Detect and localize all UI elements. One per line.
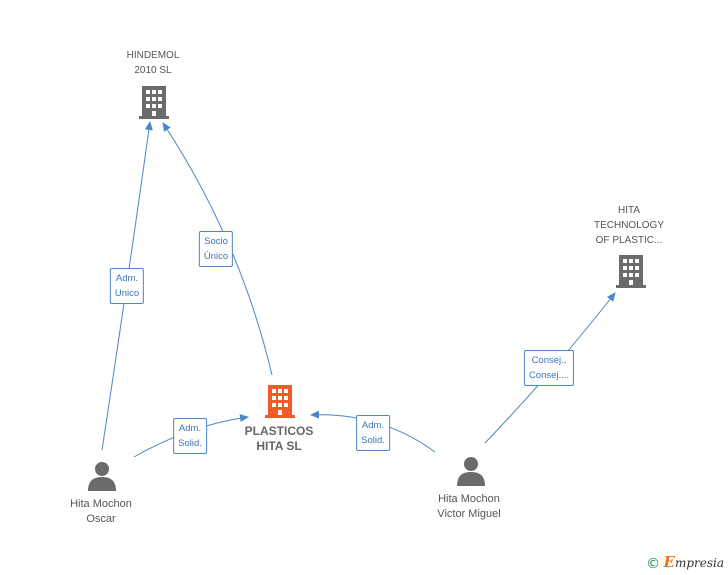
node-label-line: 2010 SL <box>134 65 172 76</box>
node-label-line: HITA SL <box>256 439 302 453</box>
edge-label-victor-plasticos[interactable]: Adm. Solid. <box>356 415 390 451</box>
person-icon[interactable] <box>88 462 116 491</box>
edge-label-oscar-hindemol[interactable]: Adm. Unico <box>109 268 145 304</box>
building-icon[interactable] <box>139 86 169 119</box>
node-label-line: Oscar <box>86 513 116 525</box>
edge-label-plasticos-hindemol[interactable]: Socio Único <box>198 231 234 267</box>
node-label-line: Victor Miguel <box>437 508 501 520</box>
edge-label-line: Consej.... <box>528 370 570 381</box>
node-label-oscar[interactable]: Hita Mochon Oscar <box>70 497 132 527</box>
node-label-line: HINDEMOL <box>126 50 180 61</box>
node-label-line: HITA <box>617 205 641 216</box>
edge-label-line: Adm. <box>178 423 202 434</box>
building-icon[interactable] <box>265 385 295 418</box>
node-label-line: TECHNOLOGY <box>593 220 665 231</box>
person-icon[interactable] <box>457 457 485 486</box>
brand-logo: Empresia <box>663 553 725 571</box>
node-label-line: OF PLASTIC... <box>595 235 663 246</box>
edge-label-oscar-plasticos[interactable]: Adm. Solid. <box>173 418 207 454</box>
copyright-footer: © Empresia <box>646 553 724 572</box>
node-label-line: Hita Mochon <box>70 498 132 510</box>
node-label-line: Hita Mochon <box>438 493 500 505</box>
edge-label-line: Adm. <box>115 273 139 284</box>
edge-label-line: Consej., <box>531 355 567 366</box>
node-label-line: PLASTICOS <box>244 424 314 438</box>
edge-label-line: Solid. <box>361 435 385 446</box>
building-icon[interactable] <box>616 255 646 288</box>
node-label-hindemol[interactable]: HINDEMOL 2010 SL <box>127 48 180 78</box>
brand-initial: E <box>663 553 675 571</box>
edge-label-line: Adm. <box>361 420 385 431</box>
copyright-icon: © <box>646 556 661 572</box>
edge-label-line: Socio <box>204 236 228 247</box>
edge-label-victor-technology[interactable]: Consej., Consej.... <box>523 350 575 386</box>
edge-label-line: Solid. <box>178 438 202 449</box>
node-label-hita-technology[interactable]: HITA TECHNOLOGY OF PLASTIC... <box>594 203 664 248</box>
edge-label-line: Único <box>203 251 229 262</box>
edge-label-line: Unico <box>114 288 140 299</box>
node-label-plasticos[interactable]: PLASTICOS HITA SL <box>245 424 314 454</box>
brand-name: mpresia <box>674 556 724 570</box>
node-label-victor[interactable]: Hita Mochon Victor Miguel <box>437 492 500 522</box>
